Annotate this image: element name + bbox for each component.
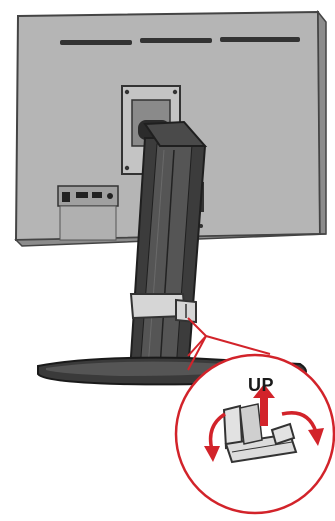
ports-area <box>58 186 118 240</box>
up-label: UP <box>248 375 274 396</box>
